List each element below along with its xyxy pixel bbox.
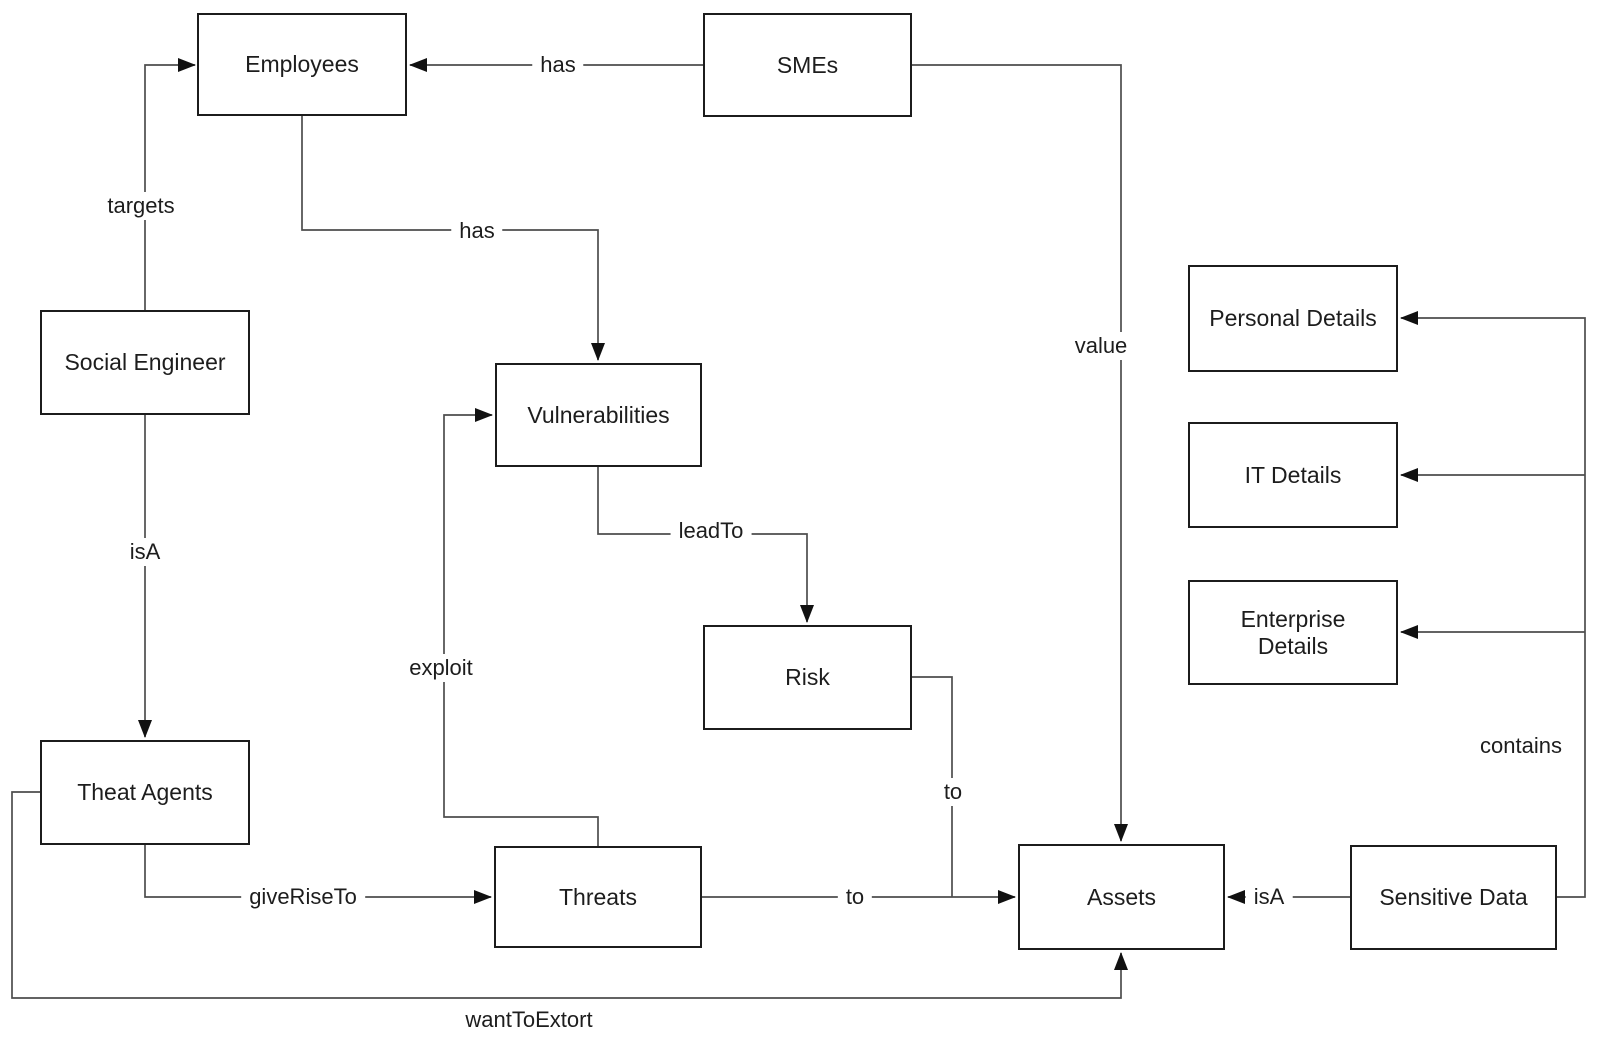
edge-exploit — [443, 408, 599, 846]
node-assets: Assets — [1018, 844, 1225, 950]
edge-label-has-smes: has — [532, 51, 584, 79]
edge-label-contains: contains — [1480, 733, 1562, 758]
node-employees: Employees — [197, 13, 407, 116]
node-smes-label: SMEs — [776, 51, 839, 78]
node-it-details: IT Details — [1188, 422, 1398, 528]
edge-label-leadto: leadTo — [670, 517, 752, 545]
node-sensitive-data-label: Sensitive Data — [1379, 884, 1528, 911]
edge-has-employees-vulnerabilities — [301, 116, 605, 361]
node-risk-label: Risk — [785, 664, 830, 691]
node-threats-label: Threats — [559, 883, 637, 910]
node-risk: Risk — [703, 625, 912, 730]
edge-label-giveriseto: giveRiseTo — [241, 883, 365, 911]
node-smes: SMEs — [703, 13, 912, 117]
edge-label-has-employees: has — [451, 217, 503, 245]
edge-label-to-threats: to — [837, 883, 873, 911]
edge-label-isa-sensitivedata: isA — [1245, 883, 1293, 911]
edge-label-exploit: exploit — [401, 654, 481, 682]
edge-label-isa-socialengineer: isA — [121, 538, 169, 566]
edge-value — [912, 64, 1128, 842]
node-theat-agents-label: Theat Agents — [77, 779, 213, 806]
node-social-engineer: Social Engineer — [40, 310, 250, 415]
node-enterprise-details-label: Enterprise Details — [1240, 606, 1346, 659]
node-assets-label: Assets — [1086, 883, 1157, 910]
node-threats: Threats — [494, 846, 702, 948]
node-personal-details: Personal Details — [1188, 265, 1398, 372]
edge-contains-personal — [1400, 311, 1586, 898]
edge-wanttoextort — [11, 791, 1128, 999]
node-vulnerabilities: Vulnerabilities — [495, 363, 702, 467]
edge-to-risk-junction — [912, 676, 953, 897]
edge-label-value: value — [1066, 332, 1136, 360]
node-social-engineer-label: Social Engineer — [64, 349, 226, 376]
node-enterprise-details: Enterprise Details — [1188, 580, 1398, 685]
edge-giveriseto — [144, 845, 492, 904]
node-it-details-label: IT Details — [1244, 461, 1342, 488]
node-sensitive-data: Sensitive Data — [1350, 845, 1557, 950]
edge-label-to-risk: to — [935, 778, 971, 806]
edge-targets — [144, 58, 196, 310]
node-personal-details-label: Personal Details — [1209, 305, 1377, 332]
edge-label-wanttoextort: wantToExtort — [465, 1007, 593, 1032]
node-employees-label: Employees — [245, 51, 359, 78]
edge-label-targets: targets — [99, 192, 183, 220]
node-theat-agents: Theat Agents — [40, 740, 250, 845]
node-vulnerabilities-label: Vulnerabilities — [527, 401, 670, 428]
